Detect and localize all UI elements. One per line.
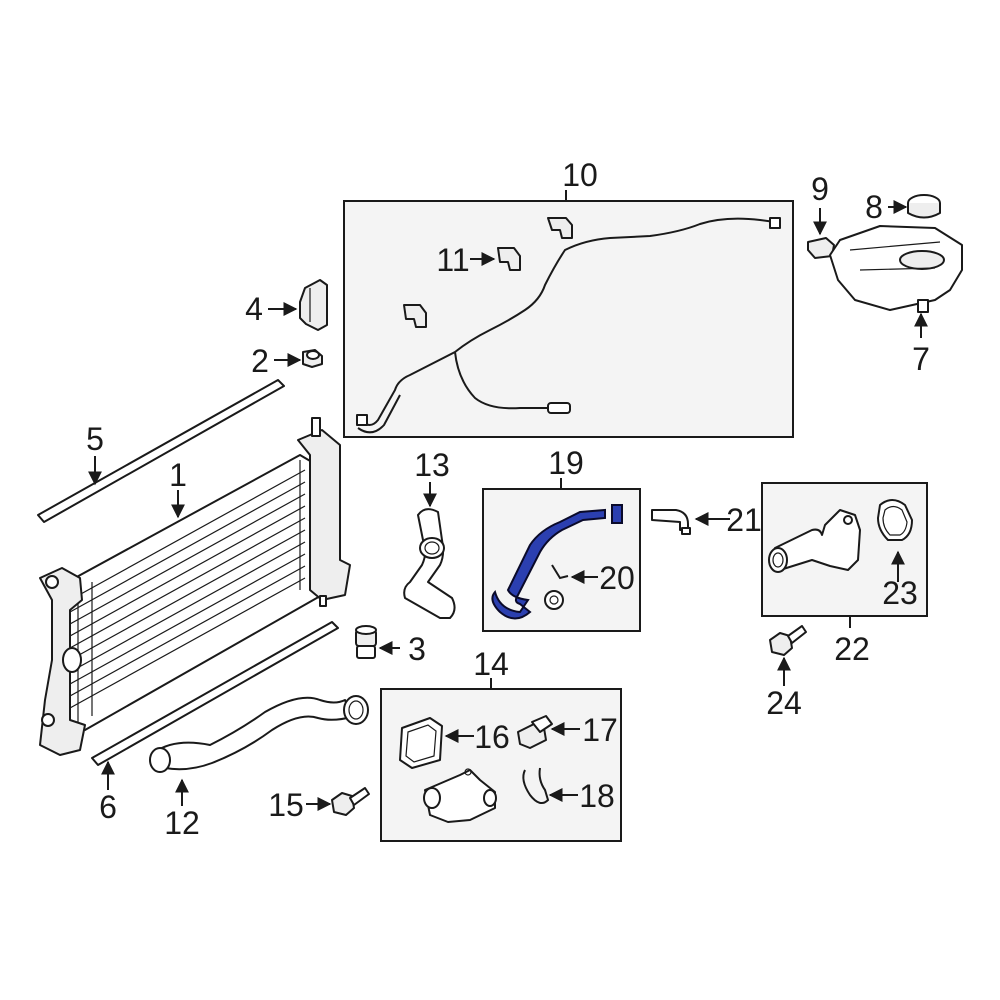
callout-5: 5 (86, 421, 104, 457)
callout-11: 11 (436, 242, 469, 278)
bolt-15-part[interactable] (331, 787, 370, 816)
callout-8: 8 (865, 189, 883, 225)
hose-assembly-part[interactable] (356, 217, 781, 434)
heater-hose-highlighted-part[interactable] (491, 504, 623, 620)
callout-19: 19 (548, 445, 584, 481)
drain-plug-part[interactable] (355, 625, 377, 659)
callout-20: 20 (599, 560, 635, 596)
upper-seal-part[interactable] (37, 379, 285, 523)
callout-2: 2 (251, 343, 269, 379)
radiator-part[interactable] (39, 417, 351, 756)
callout-16: 16 (474, 719, 510, 755)
callout-1: 1 (169, 457, 187, 493)
callout-21: 21 (726, 502, 762, 538)
reservoir-cap-part[interactable] (907, 194, 941, 219)
lower-hose-part[interactable] (149, 695, 369, 773)
gasket-16-part[interactable] (399, 717, 443, 769)
lower-seal-part[interactable] (91, 621, 339, 766)
coolant-reservoir-part[interactable] (829, 225, 963, 313)
callout-22: 22 (834, 631, 870, 667)
upper-hose-part[interactable] (403, 508, 456, 619)
thermostat-housing-part[interactable] (768, 509, 861, 573)
callout-14: 14 (473, 646, 509, 682)
isolator-part[interactable] (302, 349, 323, 368)
callout-18: 18 (579, 778, 615, 814)
callout-9: 9 (811, 171, 829, 207)
temperature-sensor-part[interactable] (517, 715, 553, 749)
retainer-clip-part[interactable] (522, 767, 550, 805)
callout-3: 3 (408, 631, 426, 667)
clamp-20-part[interactable] (544, 564, 569, 610)
clip-part[interactable] (403, 217, 573, 328)
callout-labels: 1 2 3 4 5 6 7 8 9 10 11 12 13 14 15 16 1… (86, 157, 930, 841)
callout-6: 6 (99, 789, 117, 825)
callout-17: 17 (582, 712, 618, 748)
callout-4: 4 (245, 291, 263, 327)
elbow-connector-part[interactable] (651, 509, 691, 535)
gasket-23-part[interactable] (877, 499, 913, 541)
leader-lines (88, 190, 928, 811)
bolt-24-part[interactable] (769, 625, 807, 656)
callout-12: 12 (164, 805, 200, 841)
outlet-housing-part[interactable] (423, 768, 497, 823)
callout-7: 7 (912, 341, 930, 377)
callout-15: 15 (268, 787, 304, 823)
callout-23: 23 (882, 575, 918, 611)
callout-24: 24 (766, 685, 802, 721)
callout-13: 13 (414, 447, 450, 483)
callout-10: 10 (562, 157, 598, 193)
bracket-part[interactable] (299, 279, 328, 331)
